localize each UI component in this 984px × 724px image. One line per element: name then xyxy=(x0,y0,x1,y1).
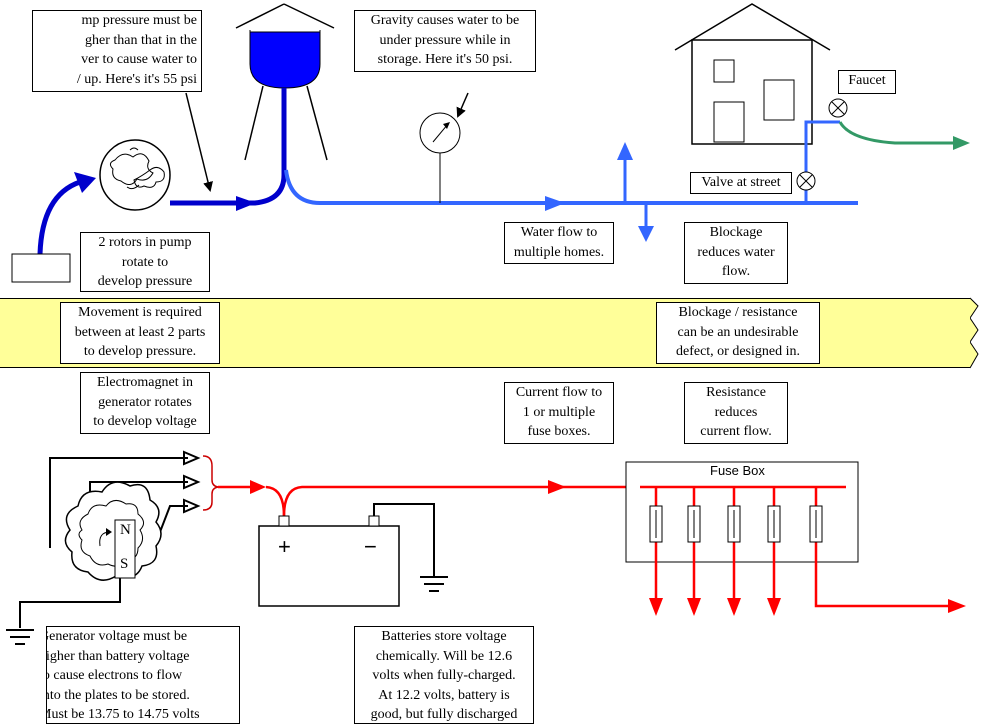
feed-arrow-1 xyxy=(250,480,266,494)
fuse-circuits xyxy=(649,487,823,616)
generator xyxy=(64,481,162,581)
water-source xyxy=(11,253,71,283)
pump-inlet-pipe xyxy=(37,179,81,255)
street-valve xyxy=(796,171,816,191)
battery xyxy=(258,515,400,607)
faucet-flow-line xyxy=(838,121,955,145)
branch-circuit-right-arrow xyxy=(948,599,966,613)
battery-positive-label: + xyxy=(278,534,291,559)
faucet-label: Faucet xyxy=(838,70,896,94)
fuse-circuit-arrow-3 xyxy=(727,598,741,616)
house xyxy=(674,3,831,145)
generator-pole-s: S xyxy=(120,556,129,572)
generator-ground-symbol xyxy=(6,629,34,645)
tower-outlet-pipe xyxy=(170,88,287,206)
generator-output-arrowheads xyxy=(183,450,201,514)
battery-ground-symbol xyxy=(420,576,448,592)
fuse-circuit-arrow-2 xyxy=(687,598,701,616)
battery-negative-label: − xyxy=(364,534,377,559)
pressure-gauge xyxy=(419,112,461,203)
branch-up-arrow xyxy=(617,142,633,160)
fuse-circuit-arrow-1 xyxy=(649,598,663,616)
main-flow-arrow xyxy=(545,196,565,211)
branch-circuit-right xyxy=(814,560,948,608)
generator-pole-n: N xyxy=(120,522,131,538)
faucet xyxy=(828,98,848,118)
battery-feed xyxy=(265,485,286,517)
pump-pointer-line xyxy=(185,92,213,192)
current-flow-arrow xyxy=(548,480,566,494)
pump xyxy=(99,139,171,211)
branch-down-arrow xyxy=(638,226,654,242)
fuse-circuit-arrow-4 xyxy=(767,598,781,616)
pump-inlet-arrow xyxy=(74,172,96,193)
battery-ground-wire xyxy=(373,503,435,576)
main-current-line xyxy=(282,485,640,517)
water-tower xyxy=(235,3,335,161)
gauge-pointer-line xyxy=(456,92,469,118)
faucet-flow-arrow xyxy=(953,136,970,150)
band-torn-edge xyxy=(969,297,979,369)
generator-ground-wire xyxy=(19,578,121,628)
output-brace xyxy=(202,455,219,511)
main-water-line xyxy=(284,169,858,205)
fuse-box-label: Fuse Box xyxy=(710,463,765,478)
pump-flow-arrow xyxy=(236,196,256,211)
valve-label: Valve at street xyxy=(690,172,792,194)
